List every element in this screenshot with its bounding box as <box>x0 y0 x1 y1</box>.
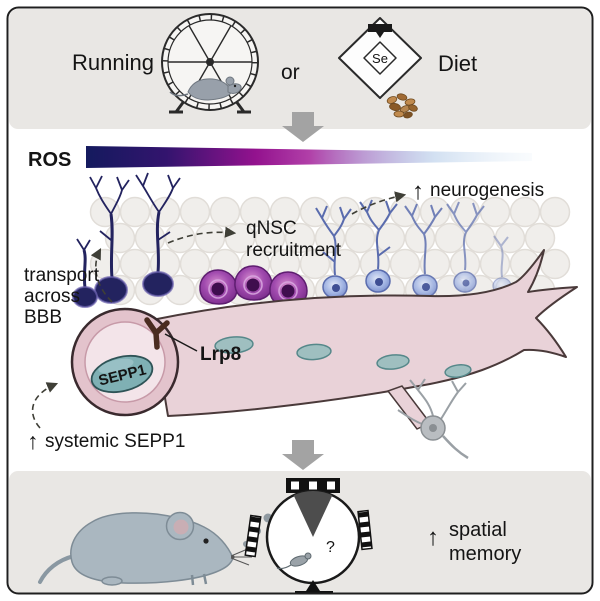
down-arrow-icon <box>282 440 324 470</box>
mouse-icon <box>38 511 252 586</box>
diet-label: Diet <box>438 51 477 76</box>
dashed-arrow-to-qnsc <box>167 226 237 244</box>
maze-question-label: ? <box>326 539 335 556</box>
maze-quadrant-wedge <box>293 491 333 537</box>
transport-label-line3: BBB <box>24 307 62 328</box>
quiescent-nsc-neurons-icon <box>72 172 181 308</box>
transport-label-line1: transport <box>24 265 100 286</box>
memory-label-line2: memory <box>449 543 521 565</box>
vessel-cross-section: SEPP1 Lrp8 <box>70 307 241 417</box>
ros-gradient-bar <box>86 146 532 168</box>
maze-mouse-icon <box>276 552 312 570</box>
vessel-tube <box>151 249 578 417</box>
up-arrow-icon: ↑ <box>27 428 39 454</box>
sepp1-protein: SEPP1 <box>90 354 154 394</box>
lrp8-label: Lrp8 <box>200 344 241 365</box>
memory-label-line1: spatial <box>449 519 507 541</box>
newborn-neurons-icon <box>315 199 512 299</box>
dashed-arrow-systemic-to-vessel <box>31 382 59 429</box>
down-arrow-icon <box>282 112 324 142</box>
food-pellets-icon <box>386 93 418 119</box>
endothelial-nuclei <box>214 336 472 378</box>
dashed-arrow-bbb-transport <box>90 248 113 303</box>
maze-cue-stripes-right <box>357 509 373 551</box>
water-maze-icon: ? <box>244 478 373 593</box>
qnsc-label-line1: qNSC <box>246 218 297 239</box>
or-label: or <box>281 61 300 84</box>
lrp8-pointer-line <box>164 333 198 352</box>
wheel-mouse-icon <box>169 76 242 101</box>
maze-cue-stripes-left <box>244 514 262 558</box>
dashed-arrow-to-neurogenesis <box>351 191 407 215</box>
systemic-sepp1-label: systemic SEPP1 <box>45 431 185 452</box>
running-label: Running <box>72 50 154 75</box>
neurogenesis-label: neurogenesis <box>430 180 544 201</box>
up-arrow-icon: ↑ <box>412 178 424 205</box>
activated-nsc-cells-icon <box>199 265 308 307</box>
maze-cue-triangle <box>306 580 320 591</box>
up-arrow-icon: ↑ <box>427 524 439 551</box>
figure-border <box>6 6 594 595</box>
selenium-label: Se <box>372 51 388 66</box>
transport-label-line2: across <box>24 286 80 307</box>
lrp8-receptor-icon <box>144 317 170 350</box>
selenium-diet-package-icon: Se <box>338 17 422 99</box>
gray-neuron-icon <box>397 378 469 460</box>
top-panel <box>9 9 591 129</box>
ros-label: ROS <box>28 149 71 171</box>
mouse-tail <box>38 554 76 584</box>
qnsc-label-line2: recruitment <box>246 240 342 261</box>
running-wheel-icon <box>161 13 259 114</box>
